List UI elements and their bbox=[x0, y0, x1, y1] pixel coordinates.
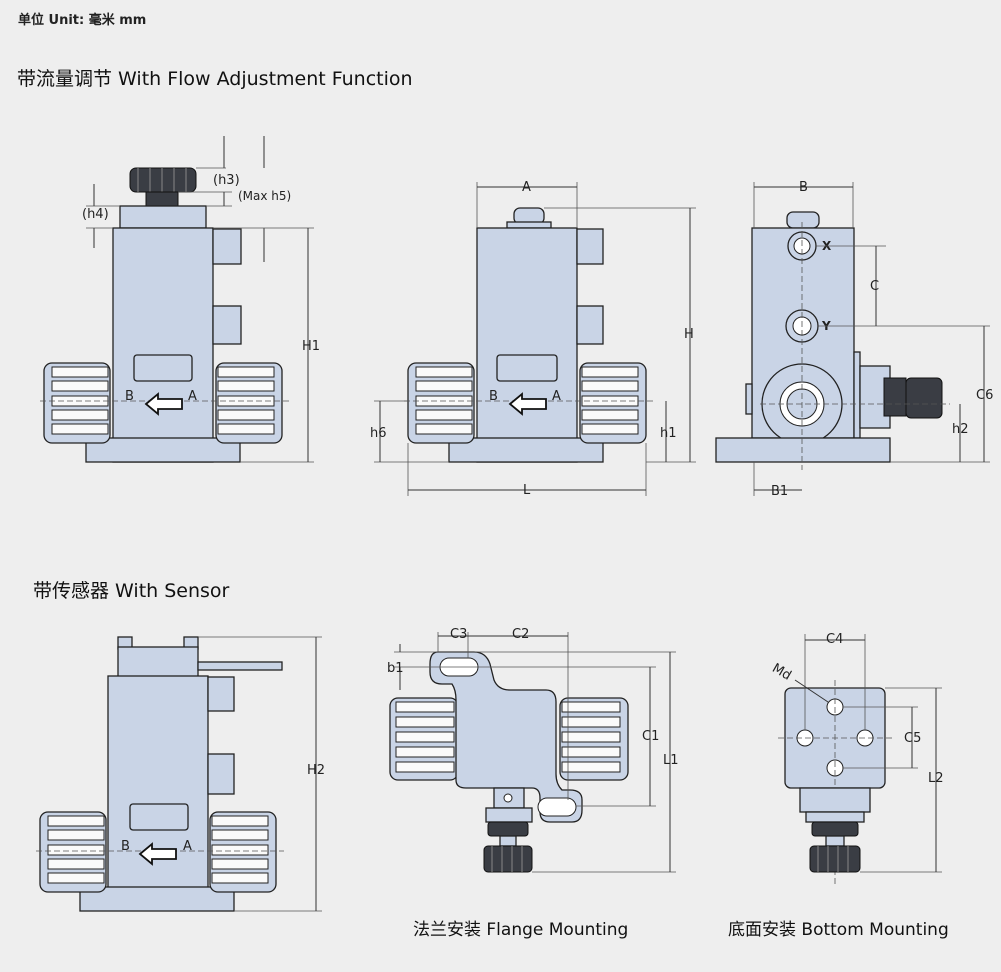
dim-H1-label: H1 bbox=[302, 339, 320, 354]
port-a-label: A bbox=[183, 839, 192, 854]
dim-C2-label: C2 bbox=[512, 627, 529, 642]
dim-b1-label: b1 bbox=[387, 661, 404, 676]
valve-with-sensor-view: B A H2 bbox=[36, 636, 325, 912]
dim-C3-label: C3 bbox=[450, 627, 467, 642]
dim-h3-label: (h3) bbox=[213, 173, 240, 188]
port-b-label: B bbox=[125, 389, 134, 404]
port-b-label: B bbox=[489, 389, 498, 404]
dim-L1-label: L1 bbox=[663, 753, 679, 768]
dim-h2-label: h2 bbox=[952, 422, 969, 437]
port-b-label: B bbox=[121, 839, 130, 854]
valve-side-view: X Y B C C6 h2 B1 bbox=[715, 180, 993, 499]
flange-mounting-view: C3 C2 b1 C1 L1 bbox=[387, 627, 679, 873]
dim-H2-label: H2 bbox=[307, 763, 325, 778]
bottom-mounting-caption: 底面安装 Bottom Mounting bbox=[728, 920, 949, 940]
dim-L-label: L bbox=[523, 483, 531, 498]
dim-B-label: B bbox=[799, 180, 808, 195]
dim-Md-label: Md bbox=[769, 661, 793, 684]
dim-A-label: A bbox=[522, 180, 531, 195]
dim-C6-label: C6 bbox=[976, 388, 993, 403]
dim-h1-label: h1 bbox=[660, 426, 677, 441]
dim-B1-label: B1 bbox=[771, 484, 788, 499]
port-a-label: A bbox=[188, 389, 197, 404]
dim-h4-label: (h4) bbox=[82, 207, 109, 222]
dim-L2-label: L2 bbox=[928, 771, 944, 786]
port-a-label: A bbox=[552, 389, 561, 404]
dim-h6-label: h6 bbox=[370, 426, 387, 441]
section-flow-title: 带流量调节 With Flow Adjustment Function bbox=[17, 68, 413, 90]
section-sensor-title: 带传感器 With Sensor bbox=[33, 580, 230, 602]
dim-max-h5-label: (Max h5) bbox=[238, 189, 291, 203]
dim-H-label: H bbox=[684, 327, 694, 342]
valve-front-view: B A A H h6 h1 L bbox=[370, 180, 696, 498]
dim-C-label: C bbox=[870, 279, 879, 294]
valve-front-view-with-knob: B A (h3) (Max h5) (h4) H1 bbox=[40, 136, 320, 463]
unit-label: 单位 Unit: 毫米 mm bbox=[18, 13, 147, 28]
dim-C1-label: C1 bbox=[642, 729, 659, 744]
flange-mounting-caption: 法兰安装 Flange Mounting bbox=[413, 920, 629, 940]
dim-C4-label: C4 bbox=[826, 632, 843, 647]
dim-C5-label: C5 bbox=[904, 731, 921, 746]
bottom-mounting-view: C4 Md C5 L2 bbox=[769, 632, 944, 884]
